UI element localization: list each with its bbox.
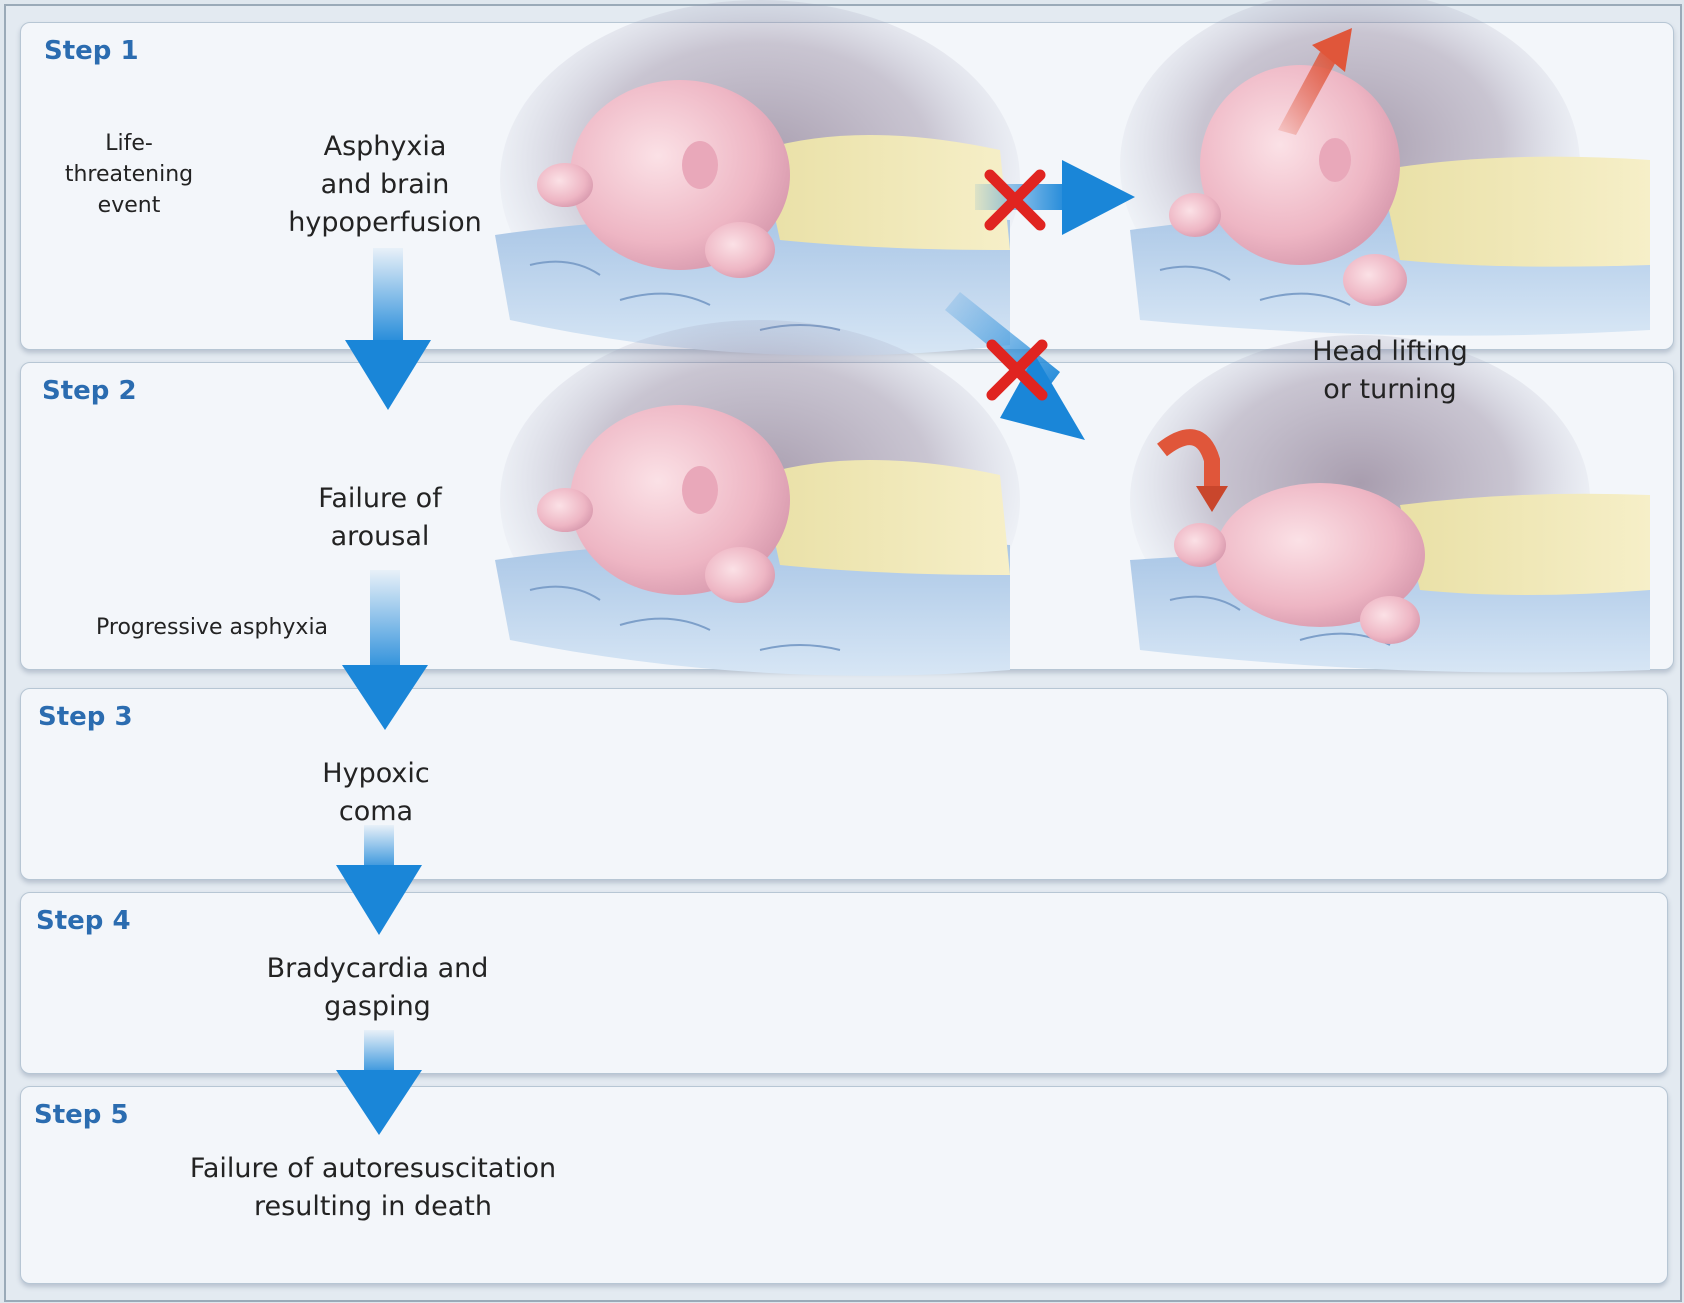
step-4-label: Step 4 xyxy=(36,906,131,936)
step-3-label: Step 3 xyxy=(38,702,133,732)
baby-illustration-1 xyxy=(495,0,1020,360)
step-3-band xyxy=(20,688,1668,880)
flow-arrow-1 xyxy=(345,248,431,410)
up-arrow-icon xyxy=(1278,28,1352,135)
life-threatening-event-text: Life- threatening event xyxy=(64,131,194,218)
head-lifting-text: Head lifting or turning xyxy=(1312,336,1468,405)
step-5-label: Step 5 xyxy=(34,1100,129,1130)
asphyxia-text: Asphyxia and brain hypoperfusion xyxy=(288,131,482,238)
flow-arrow-4 xyxy=(336,1030,422,1135)
progressive-asphyxia-text: Progressive asphyxia xyxy=(96,615,329,640)
step-4-band xyxy=(20,892,1668,1074)
blocked-arrow-diagonal xyxy=(945,292,1085,440)
hypoxic-coma-text: Hypoxic coma xyxy=(322,758,430,827)
step-2-label: Step 2 xyxy=(42,376,137,406)
flow-arrow-3 xyxy=(336,825,422,935)
baby-illustration-head-lifting xyxy=(1120,0,1650,340)
blocked-arrow-right xyxy=(975,160,1135,235)
failure-autoresuscitation-text: Failure of autoresuscitation resulting i… xyxy=(189,1153,557,1222)
baby-illustration-2 xyxy=(495,320,1020,680)
step-1-label: Step 1 xyxy=(44,36,139,66)
x-mark-icon xyxy=(986,339,1048,401)
flow-arrow-2 xyxy=(342,570,428,730)
failure-arousal-text: Failure of arousal xyxy=(318,483,442,552)
bradycardia-text: Bradycardia and gasping xyxy=(266,953,489,1022)
x-mark-icon xyxy=(984,169,1046,231)
curved-arrow-icon xyxy=(1157,429,1228,512)
baby-illustration-head-turning xyxy=(1130,335,1650,673)
step-5-band xyxy=(20,1086,1668,1284)
